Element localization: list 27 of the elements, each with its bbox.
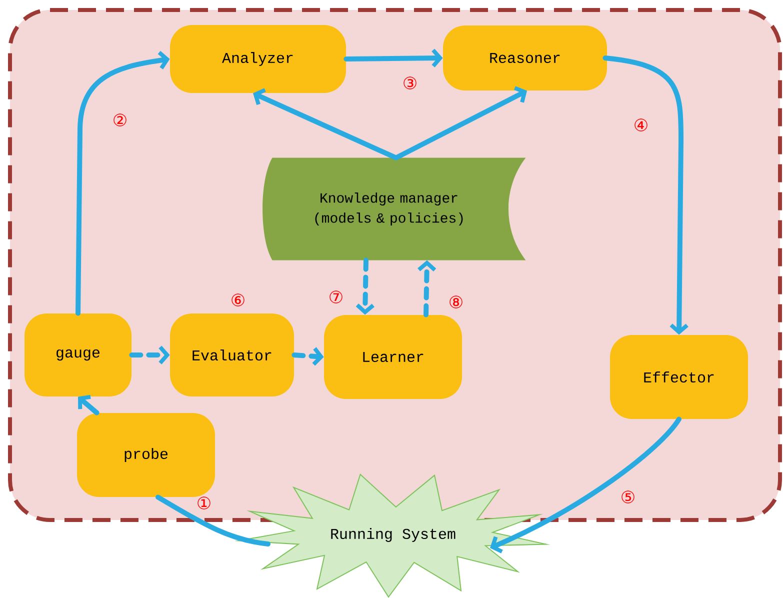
step-number: ② [114,114,126,126]
process-box: Learner [324,315,462,399]
arrow [129,346,170,364]
arrow [253,88,398,160]
arrow [76,50,170,316]
step-number: ⑧ [450,296,462,308]
arrow [292,347,324,366]
arrow [418,260,436,318]
process-box: Effector [610,335,748,419]
step-number: ③ [404,76,416,90]
step-number: ⑥ [232,294,244,306]
step-number: ⑦ [330,290,342,304]
step-number: ④ [634,118,648,132]
step-number: ① [198,496,210,510]
arrow [344,48,443,68]
knowledge-manager-shape: Knowledge manager (models & policies) [262,158,526,260]
process-box: gauge [24,314,132,396]
arrow [356,258,374,315]
arrow [394,86,527,160]
process-box: probe [77,413,215,497]
arrow [602,56,688,335]
process-box: Analyzer [170,25,346,93]
process-box: Reasoner [443,26,607,90]
step-number: ⑤ [622,490,634,504]
arrow [490,416,682,554]
process-box: Evaluator [170,314,294,396]
arrow [78,394,100,416]
